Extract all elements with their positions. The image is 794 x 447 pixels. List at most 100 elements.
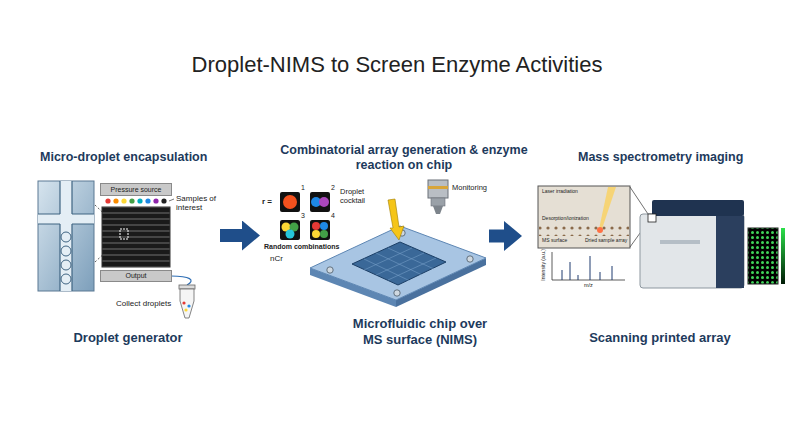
r-label: r = <box>262 197 272 206</box>
droplet <box>187 304 190 307</box>
ms-image-label: Laser irradiation <box>541 189 579 195</box>
droplet <box>61 260 71 270</box>
objective-lens <box>428 180 448 214</box>
mass-spectrum <box>552 252 625 280</box>
bar-label: Output <box>125 272 146 280</box>
instrument-slot <box>660 240 700 244</box>
zoom-box <box>120 229 128 239</box>
cocktail-label: Droplet cocktail <box>340 188 384 205</box>
droplet-chip <box>102 198 170 267</box>
callout-number: 4 <box>331 212 335 220</box>
main-channel <box>60 181 72 291</box>
panel-heading: Micro-droplet encapsulation <box>40 150 250 165</box>
sample-dot <box>129 198 134 203</box>
leader-line <box>169 199 174 201</box>
output-tubing <box>171 276 191 285</box>
chip-screw <box>394 290 400 296</box>
sample-dot <box>161 198 166 203</box>
droplet <box>286 230 295 239</box>
droplet <box>312 222 320 230</box>
chip-array <box>352 242 446 285</box>
objective-tip <box>433 206 443 214</box>
sample-dot <box>121 198 126 203</box>
microscope-image <box>38 181 94 291</box>
flow-arrow <box>489 230 504 243</box>
sample-dot <box>113 198 118 203</box>
formula-label: nCr <box>270 254 283 263</box>
axis-label: Intensity (a.u.) <box>541 245 547 285</box>
image-frame <box>538 186 630 248</box>
collect-label: Collect droplets <box>116 299 171 308</box>
sample-dot <box>145 198 150 203</box>
sample-dot <box>105 198 110 203</box>
callout-number: 3 <box>301 212 305 220</box>
droplet <box>283 195 297 209</box>
sample-dot <box>153 198 158 203</box>
zoom-box <box>648 214 656 222</box>
ms-surface-image <box>538 186 630 248</box>
stage-panel: Combinatorial array generation & enzyme … <box>262 178 487 305</box>
heatmap-image <box>748 228 778 284</box>
objective-body <box>428 180 448 198</box>
panel-caption: Droplet generator <box>48 330 208 346</box>
flow-arrow <box>220 229 242 242</box>
panel-heading: Mass spectrometry imaging <box>578 150 794 165</box>
combination-label: Random combinations <box>264 243 339 251</box>
callout-number: 1 <box>301 184 305 192</box>
stage-panel: Mass spectrometry imagingScanning printe… <box>524 182 786 290</box>
axis-label: m/z <box>584 282 593 288</box>
chip-grid <box>364 248 436 281</box>
objective-nose <box>431 198 445 206</box>
panel-heading: Combinatorial array generation & enzyme … <box>269 143 539 173</box>
color-bar <box>781 228 785 284</box>
combination-square <box>310 220 330 240</box>
ms-instrument <box>640 200 744 288</box>
collection-tube <box>179 285 195 318</box>
panel-caption: Scanning printed array <box>570 330 750 346</box>
output-bar: Output <box>100 270 172 282</box>
page-title: Droplet-NIMS to Screen Enzyme Activities <box>0 52 794 78</box>
chip-screw <box>327 267 333 273</box>
combination-square <box>310 192 330 212</box>
combination-square <box>280 220 300 240</box>
droplet <box>182 301 185 304</box>
sample-label: Samples of interest <box>176 194 220 212</box>
microscope-frame <box>38 181 94 291</box>
callout-number: 2 <box>331 184 335 192</box>
bar-label: Pressure source <box>111 186 162 194</box>
laser-beam <box>599 187 616 229</box>
cocktail-pointer <box>388 199 404 240</box>
droplet <box>319 197 329 207</box>
spectrum-peaks <box>562 256 612 280</box>
laser-spot <box>597 227 603 233</box>
combination-square <box>280 192 300 212</box>
chip-screw <box>467 256 473 262</box>
droplet <box>61 274 71 284</box>
monitoring-label: Monitoring <box>452 184 487 193</box>
droplet <box>320 222 328 230</box>
spectrum-axes <box>552 252 625 280</box>
objective-band <box>428 186 448 189</box>
sample-dot <box>137 198 142 203</box>
instrument-top <box>652 200 744 216</box>
droplet <box>320 230 328 238</box>
ms-heatmap <box>748 228 785 284</box>
droplet <box>61 246 71 256</box>
tube-body <box>180 289 194 318</box>
tube-cap <box>179 285 195 289</box>
droplet <box>312 230 320 238</box>
ms-image-label: MS surface <box>541 238 568 244</box>
ms-image-label: Dried sample array <box>584 238 628 244</box>
pressure-bar: Pressure source <box>100 183 172 196</box>
channel-wall <box>38 181 94 291</box>
instrument-body <box>640 214 744 288</box>
panel-caption: Microfluidic chip over MS surface (NIMS) <box>345 316 495 347</box>
droplet <box>61 232 71 242</box>
combination-squares <box>280 192 330 240</box>
ms-image-label: Desorption/ionization <box>541 216 590 222</box>
droplet <box>184 308 187 311</box>
chip-array <box>102 207 170 267</box>
sample-array <box>539 226 629 236</box>
instrument-panel <box>716 216 744 288</box>
